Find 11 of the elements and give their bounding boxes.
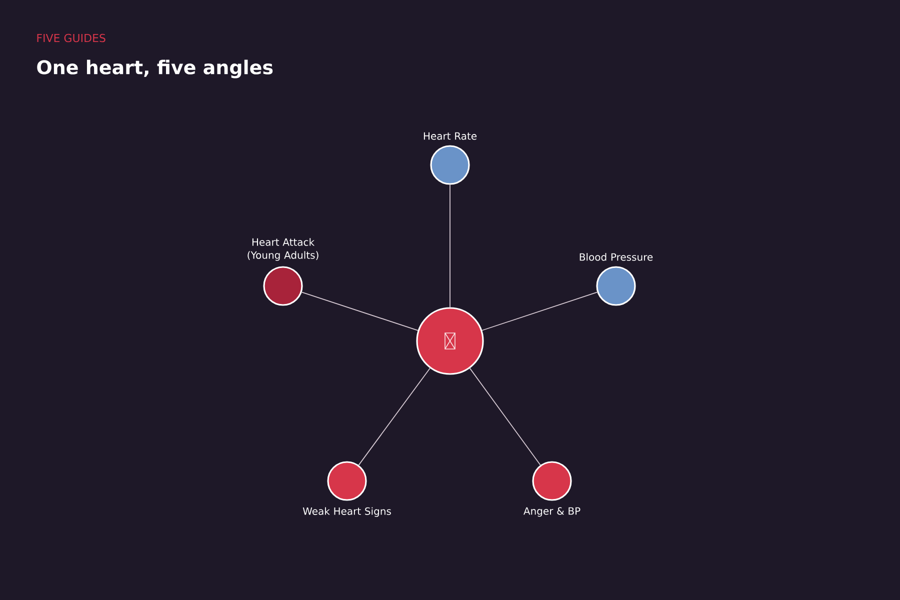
eyebrow-label: FIVE GUIDES — [37, 34, 106, 42]
connector-line — [482, 292, 598, 331]
connector-line — [358, 368, 430, 466]
topic-label: Heart Rate — [424, 132, 477, 140]
connector-line — [469, 368, 541, 466]
topic-label: Weak Heart Signs — [302, 507, 391, 517]
connector-line — [301, 292, 418, 331]
topic-label: Blood Pressure — [580, 253, 653, 261]
topic-label: Anger & BP — [524, 507, 580, 517]
title: One heart, five angles — [37, 60, 273, 78]
topic-label: Heart Attack (Young Adults) — [248, 238, 318, 261]
